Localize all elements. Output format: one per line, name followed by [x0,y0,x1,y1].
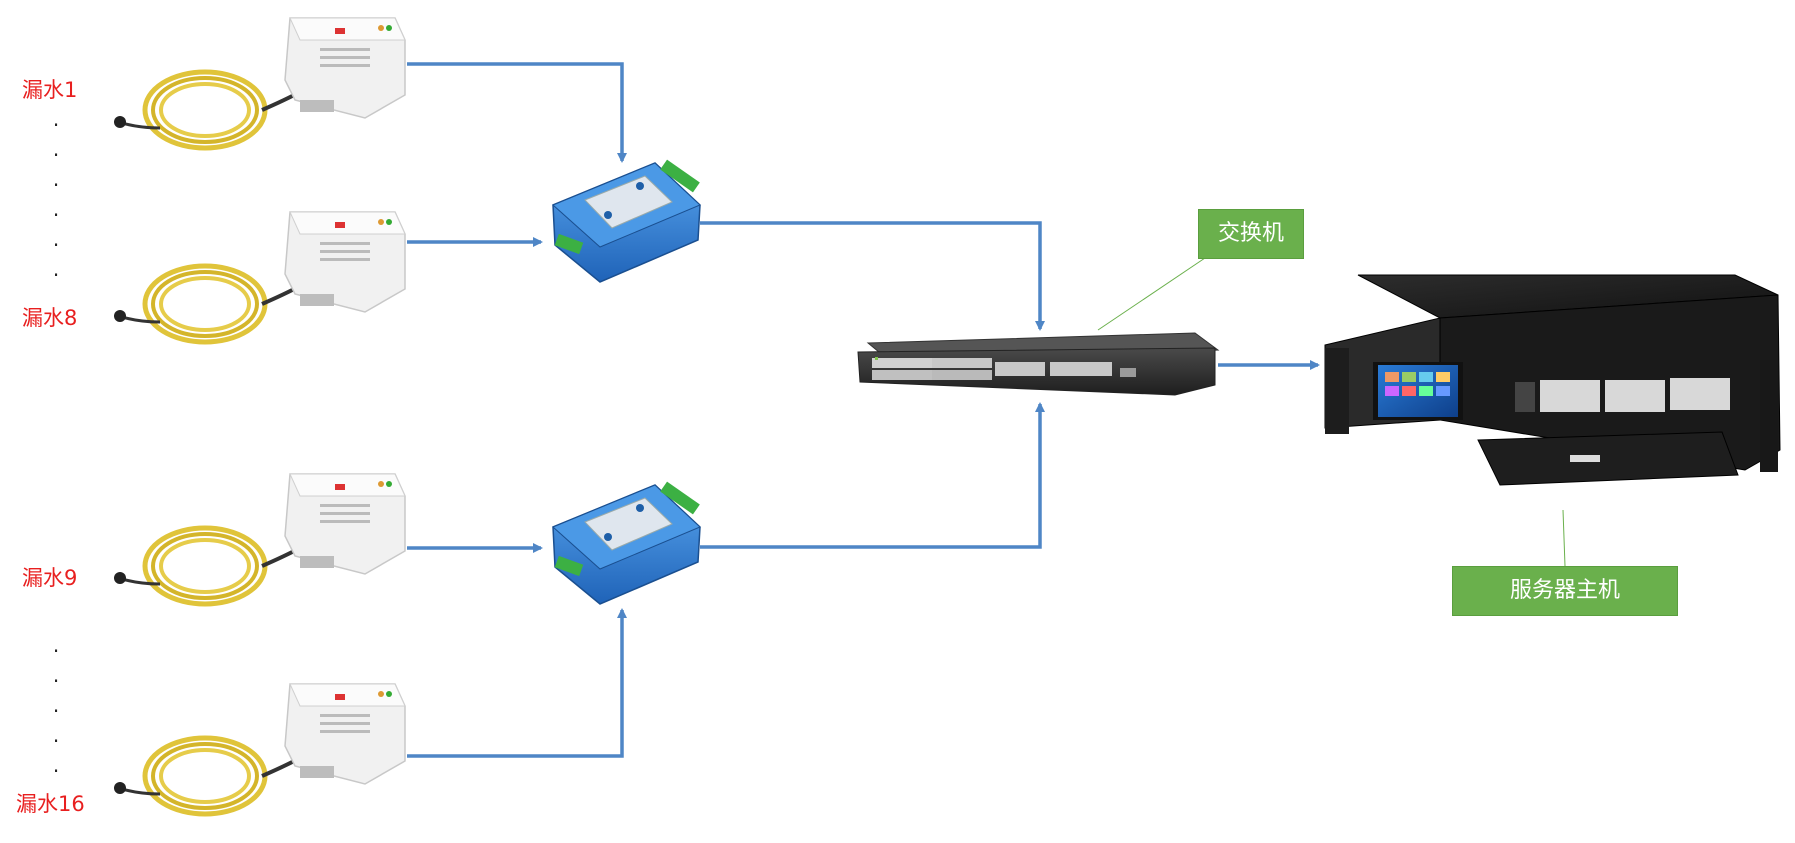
server-callout-line [1562,509,1566,567]
switch-port-row-top [872,358,992,368]
arrow-converter-bottom-to-switch [700,402,1045,549]
network-switch-icon [857,332,1220,396]
yellow-cable-icon [114,263,301,345]
arrow-converter-top-to-switch [700,221,1045,331]
yellow-cable-icon [114,69,301,151]
ellipsis-dots-bottom: . . . . . [52,633,60,777]
arrow-sensor1-to-converter-top [407,62,627,163]
server-host-icon [1324,274,1781,486]
leak-sensor-8 [114,211,406,345]
converter-bottom-icon [552,481,701,605]
switch-port-row-bottom [872,370,992,380]
yellow-cable-icon [114,735,301,817]
ellipsis-dots-top: . . . . . . [52,107,60,281]
yellow-cable-icon [114,525,301,607]
sensor-box-icon [284,683,406,785]
leak-sensor-1 [114,17,406,151]
sensor-label-9: 漏水9 [22,566,78,590]
sensor-label-8: 漏水8 [22,306,78,330]
switch-label: 交换机 [1198,209,1304,259]
sensor-box-icon [284,17,406,119]
sensor-label-16: 漏水16 [16,792,85,816]
sensor-box-icon [284,473,406,575]
converter-top-icon [552,159,701,283]
leak-sensor-16 [114,683,406,817]
sensor-box-icon [284,211,406,313]
switch-callout-line [1097,257,1206,331]
arrow-sensor16-to-converter-bottom [407,608,627,758]
server-ports [1515,378,1730,412]
connection-arrows [407,62,1320,758]
sensor-label-1: 漏水1 [22,78,78,102]
leak-sensor-9 [114,473,406,607]
server-label: 服务器主机 [1452,566,1678,616]
